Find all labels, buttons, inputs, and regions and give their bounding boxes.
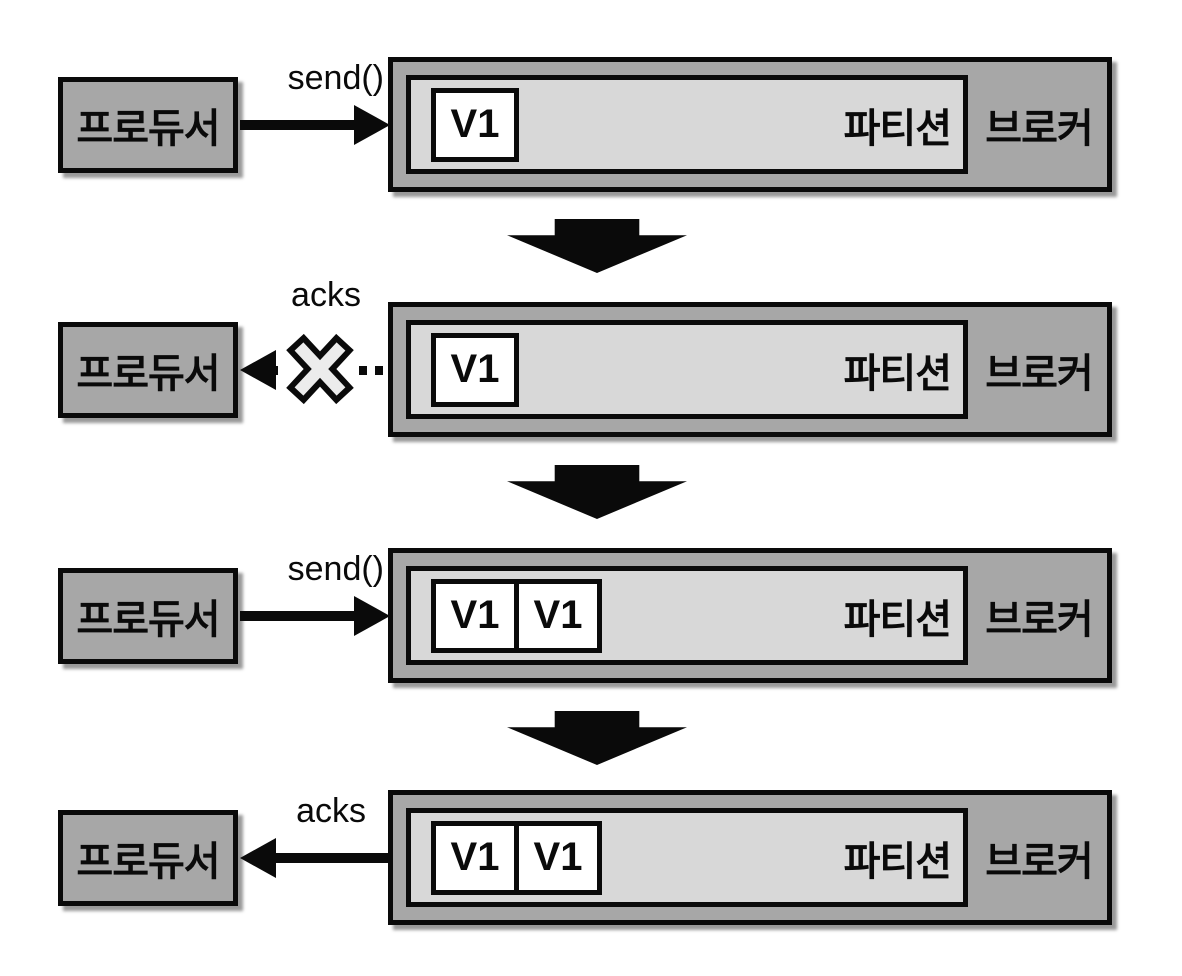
arrowhead-right-icon (354, 105, 390, 145)
partition-label: 파티션 (843, 351, 952, 396)
arrow-line (268, 853, 390, 863)
arrowhead-right-icon (354, 596, 390, 636)
partition-box: V1 파티션 (406, 75, 968, 174)
down-arrow-icon (507, 711, 687, 765)
producer-label: 프로듀서 (76, 352, 220, 396)
message-box: V1 (514, 578, 602, 653)
broker-label: 브로커 (985, 839, 1093, 884)
producer-box: 프로듀서 (58, 77, 238, 173)
message-label: V1 (450, 102, 500, 146)
arrowhead-left-icon (240, 838, 276, 878)
message-box: V1 (514, 820, 602, 895)
send-label: send() (287, 550, 384, 588)
partition-label: 파티션 (843, 839, 952, 884)
partition-label: 파티션 (843, 597, 952, 642)
producer-label: 프로듀서 (76, 598, 220, 642)
broker-box: V1 V1 파티션 브로커 (388, 790, 1112, 925)
stage-4-acks-success: 프로듀서 acks V1 V1 파티션 브로커 (0, 790, 1182, 925)
producer-box: 프로듀서 (58, 810, 238, 906)
stage-1-send: 프로듀서 send() V1 파티션 브로커 (0, 57, 1182, 192)
stage-2-acks-failed: 프로듀서 acks V1 파티션 브로커 (0, 278, 1182, 437)
partition-label: 파티션 (843, 106, 952, 151)
producer-label: 프로듀서 (76, 107, 220, 151)
arrow-line (240, 611, 362, 621)
stage-3-resend: 프로듀서 send() V1 V1 파티션 브로커 (0, 548, 1182, 683)
failed-x-icon (286, 333, 354, 405)
send-arrow: send() (240, 57, 390, 192)
acks-arrow-failed: acks (240, 278, 390, 437)
partition-box: V1 파티션 (406, 320, 968, 419)
message-label: V1 (533, 835, 583, 879)
arrow-line (240, 120, 362, 130)
producer-box: 프로듀서 (58, 568, 238, 664)
dotted-line (270, 366, 284, 375)
send-arrow: send() (240, 548, 390, 683)
partition-box: V1 V1 파티션 (406, 566, 968, 665)
broker-label: 브로커 (985, 597, 1093, 642)
down-arrow-icon (507, 465, 687, 519)
acks-arrow: acks (240, 790, 390, 925)
producer-box: 프로듀서 (58, 322, 238, 418)
broker-box: V1 파티션 브로커 (388, 302, 1112, 437)
send-label: send() (287, 59, 384, 97)
broker-box: V1 V1 파티션 브로커 (388, 548, 1112, 683)
dotted-line (359, 366, 390, 375)
message-box: V1 (431, 332, 519, 407)
acks-label: acks (291, 276, 361, 314)
broker-box: V1 파티션 브로커 (388, 57, 1112, 192)
message-label: V1 (450, 593, 500, 637)
broker-label: 브로커 (985, 106, 1093, 151)
partition-box: V1 V1 파티션 (406, 808, 968, 907)
broker-label: 브로커 (985, 351, 1093, 396)
acks-label: acks (296, 792, 366, 830)
down-arrow-icon (507, 219, 687, 273)
message-label: V1 (450, 835, 500, 879)
producer-label: 프로듀서 (76, 840, 220, 884)
message-box: V1 (431, 87, 519, 162)
message-box: V1 (431, 820, 519, 895)
message-label: V1 (533, 593, 583, 637)
message-box: V1 (431, 578, 519, 653)
message-label: V1 (450, 347, 500, 391)
